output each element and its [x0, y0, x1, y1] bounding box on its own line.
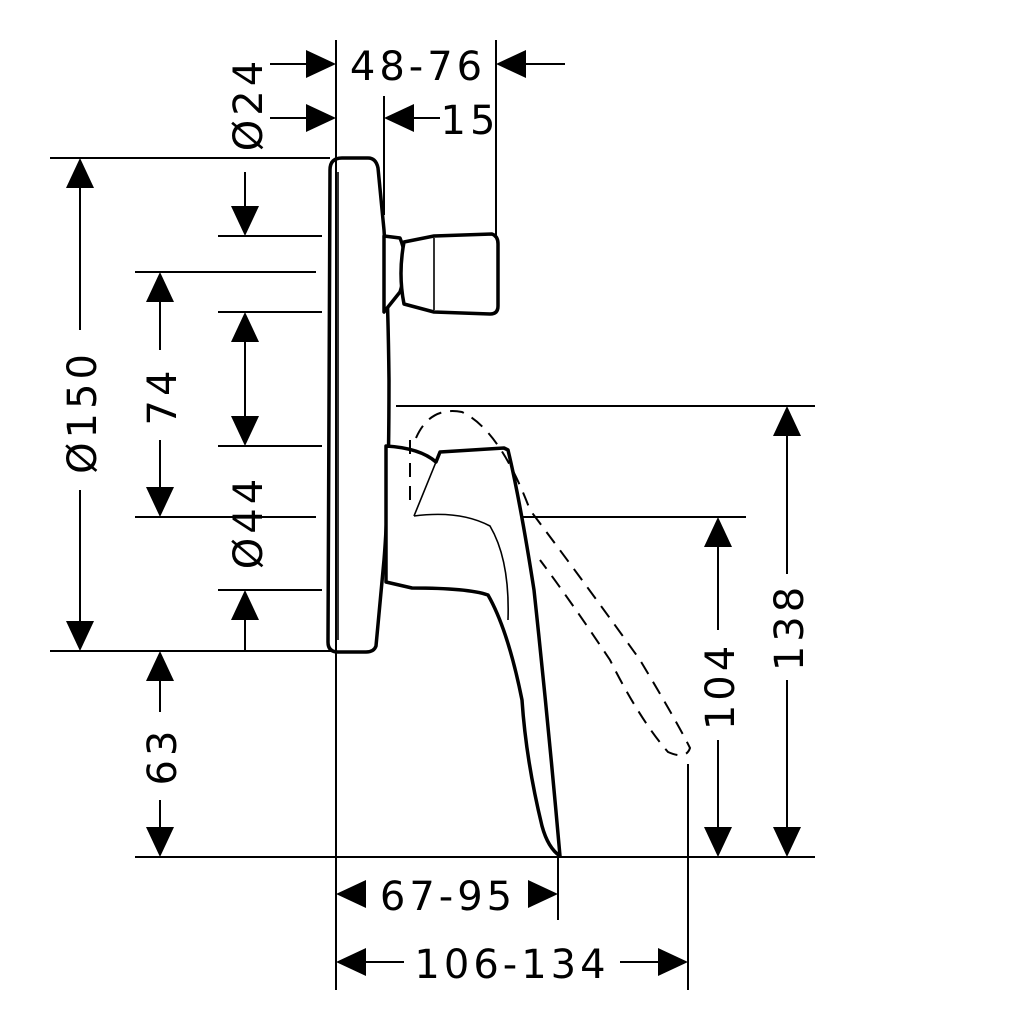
dimension-labels: 48-76 15 Ø24 Ø150 74 Ø44 63 104 138 67-9…: [60, 44, 813, 988]
dim-63: 63: [140, 727, 186, 786]
dim-top-width: 48-76: [350, 44, 486, 90]
dim-diameter-44: Ø44: [226, 475, 272, 569]
dim-74: 74: [140, 367, 186, 426]
arrowhead: [146, 272, 174, 302]
arrowhead: [773, 406, 801, 436]
arrowhead: [66, 621, 94, 651]
lever-alt-position: [409, 410, 692, 757]
lever-handle: [384, 444, 562, 858]
dimension-lines: [66, 50, 801, 976]
dim-67-95: 67-95: [380, 874, 516, 920]
arrowhead: [306, 104, 336, 132]
mixer-body: [326, 156, 692, 858]
arrowhead: [146, 827, 174, 857]
arrowhead: [773, 827, 801, 857]
dim-138: 138: [767, 583, 813, 671]
dim-104: 104: [698, 642, 744, 730]
arrowhead: [146, 651, 174, 681]
lever-edge: [413, 461, 437, 517]
wall-plate: [326, 156, 391, 654]
arrowhead: [336, 880, 366, 908]
arrowhead: [231, 416, 259, 446]
dim-diameter-24: Ø24: [226, 57, 272, 151]
arrowhead: [336, 948, 366, 976]
arrowhead: [496, 50, 526, 78]
arrowhead: [704, 517, 732, 547]
arrowhead: [146, 487, 174, 517]
dim-106-134: 106-134: [414, 942, 609, 988]
arrowhead: [231, 312, 259, 342]
arrowhead: [231, 206, 259, 236]
diverter-knob: [399, 232, 500, 316]
arrowhead: [658, 948, 688, 976]
lever-highlight: [413, 513, 509, 621]
arrowhead: [231, 590, 259, 620]
dim-diameter-150: Ø150: [60, 350, 106, 474]
arrowhead: [306, 50, 336, 78]
extension-lines: [50, 40, 815, 990]
arrowhead: [704, 827, 732, 857]
arrowhead: [384, 104, 414, 132]
dim-offset-15: 15: [441, 98, 500, 144]
arrowhead: [528, 880, 558, 908]
arrowhead: [66, 158, 94, 188]
